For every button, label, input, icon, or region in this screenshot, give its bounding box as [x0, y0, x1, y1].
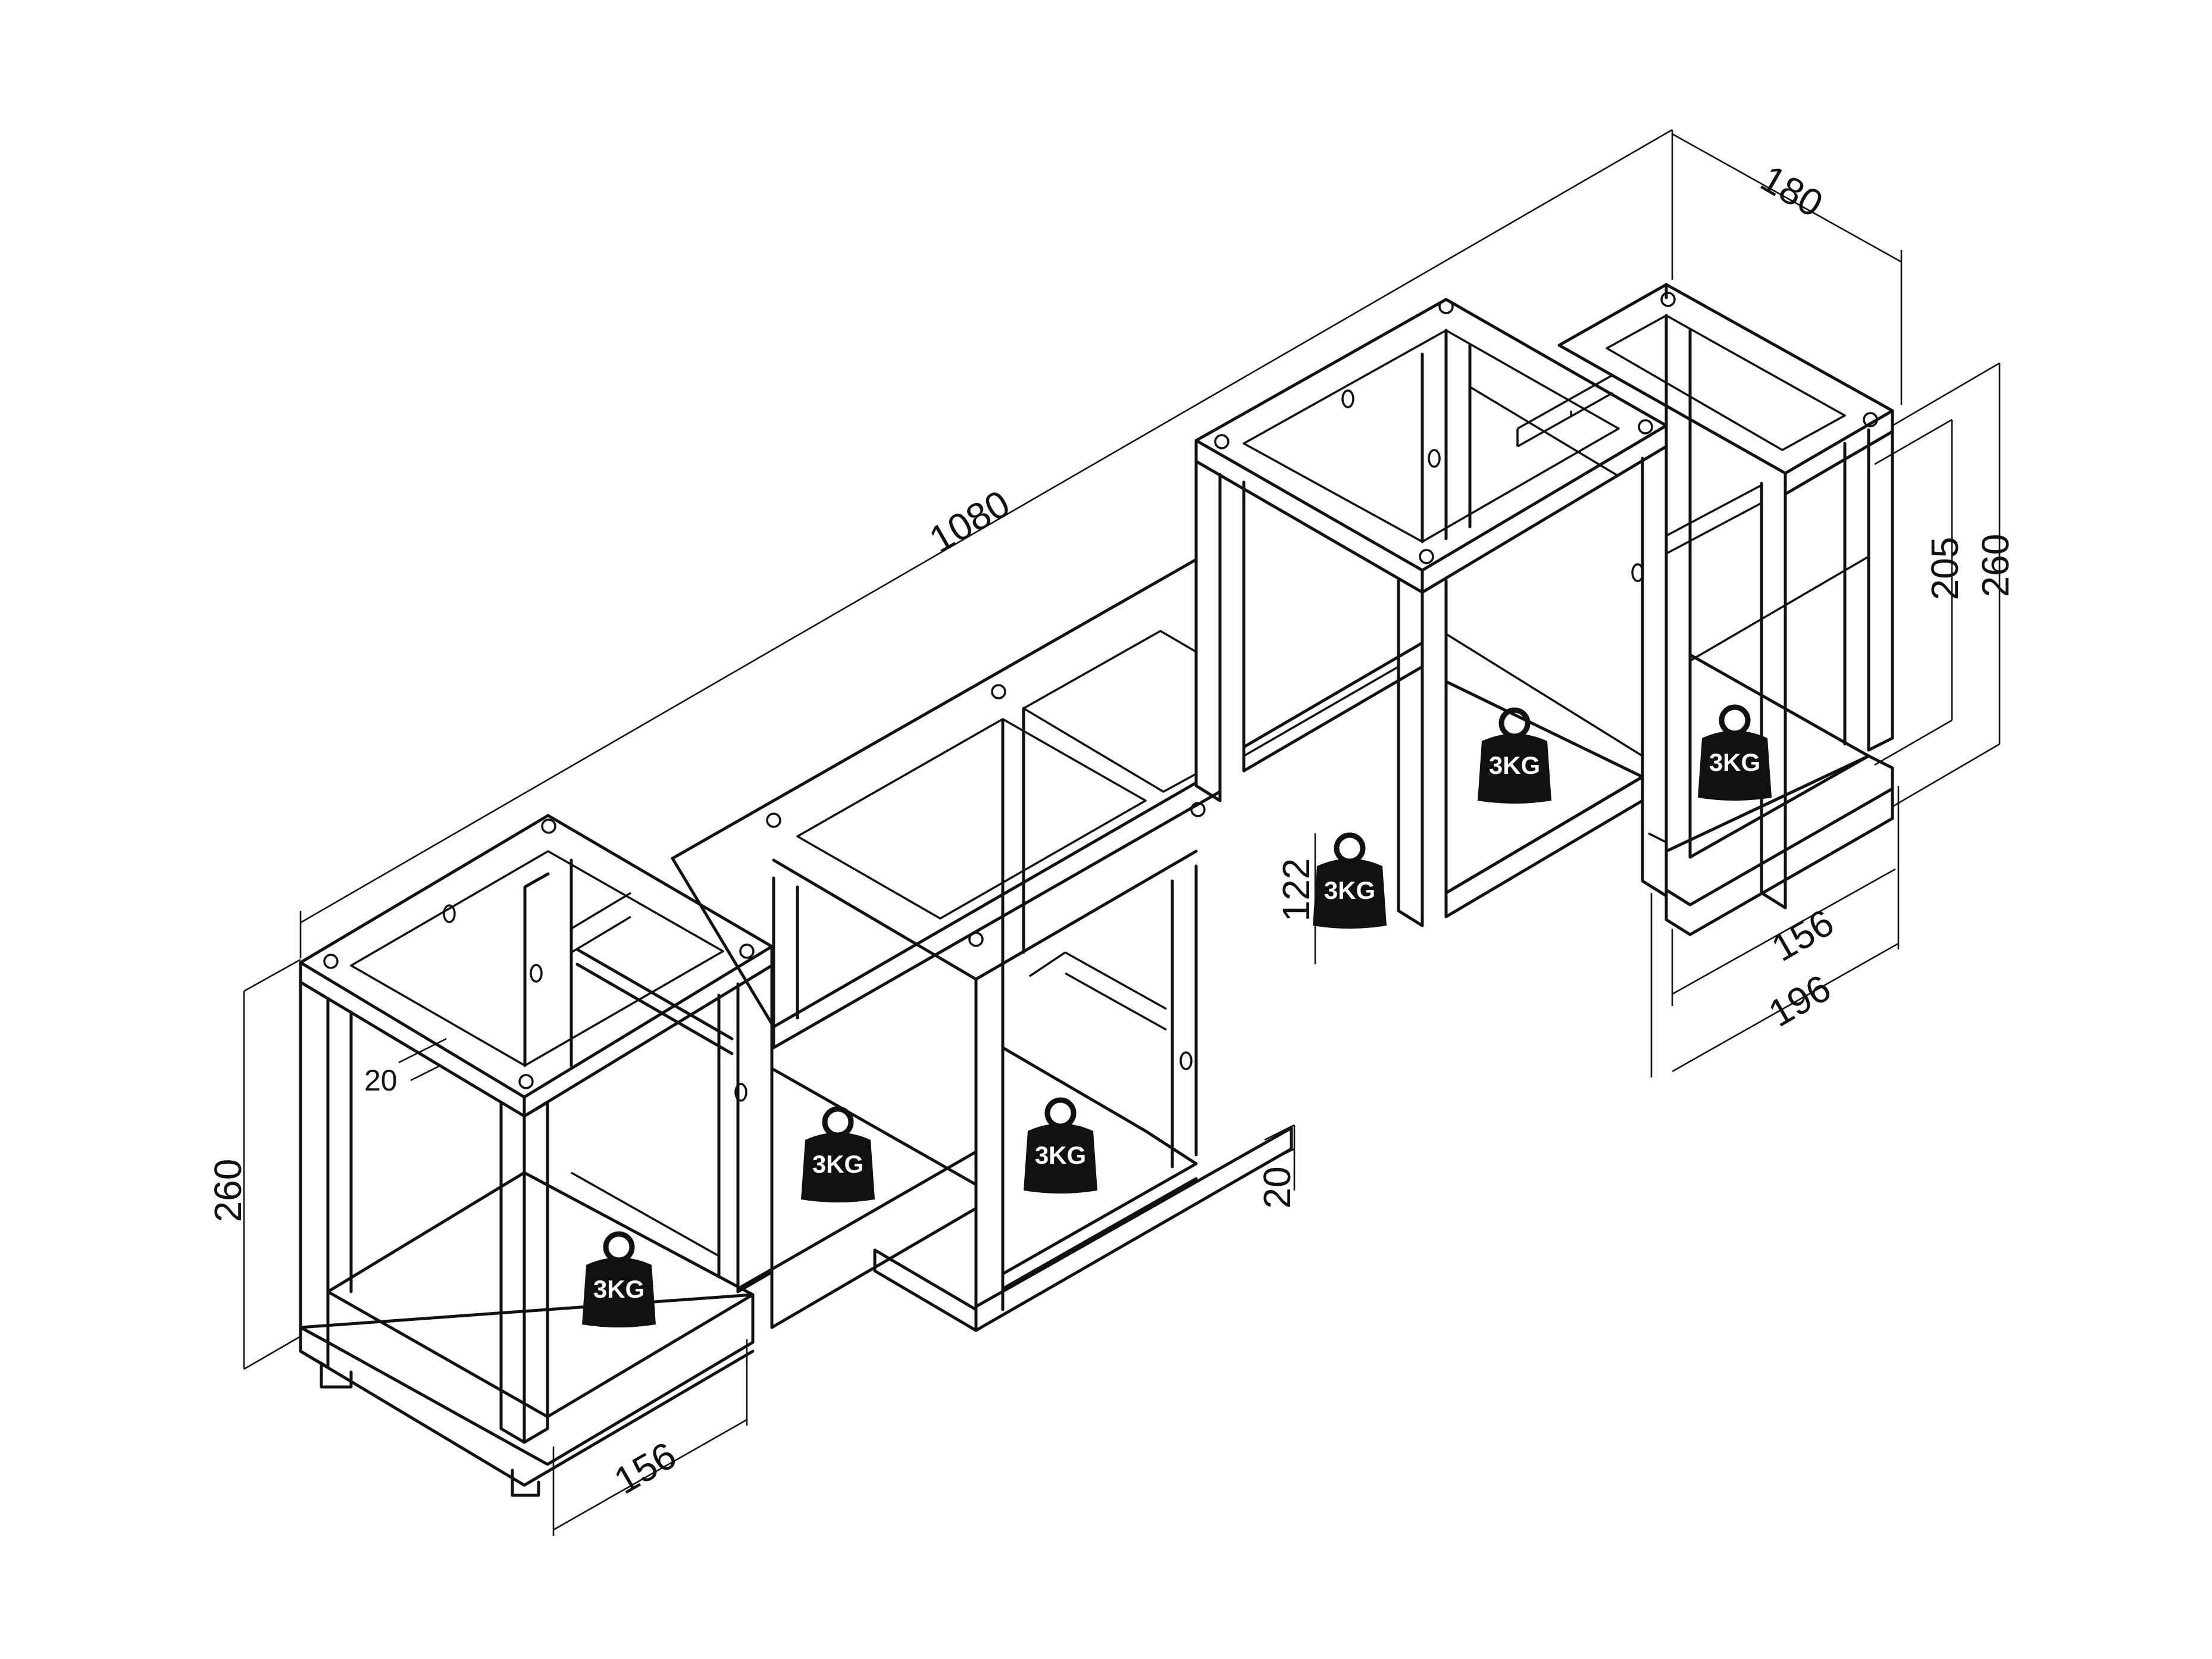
dimension-lines [243, 129, 2001, 1536]
weight-label: 3KG [1324, 876, 1375, 904]
weight-label: 3KG [1035, 1141, 1086, 1169]
right-height-label: 260 [1974, 534, 2017, 598]
weight-label: 3KG [593, 1275, 644, 1303]
hole-icon [1214, 434, 1229, 449]
hole-icon [1190, 802, 1206, 817]
left-cube [299, 814, 774, 1497]
hole-icon [1419, 549, 1434, 564]
hole-icon [991, 684, 1006, 699]
hole-icon [443, 904, 456, 923]
weights: 3KG 3KG 3KG 3KG 3KG 3KG [582, 704, 1772, 1327]
hole-icon [323, 954, 339, 969]
weight-icon: 3KG [1478, 707, 1551, 804]
top-thickness-label: 20 [364, 1064, 398, 1097]
overall-length-label: 1080 [922, 482, 1016, 561]
middle-section [571, 558, 1293, 1332]
shelf-frame [299, 283, 1894, 1497]
hole-icon [739, 943, 755, 959]
bottom-thickness-label: 20 [1256, 1166, 1299, 1208]
hole-icon [1660, 292, 1676, 307]
hole-icon [530, 964, 543, 983]
weight-icon: 3KG [1313, 832, 1387, 929]
hole-icon [518, 1074, 534, 1089]
weight-icon: 3KG [1024, 1097, 1097, 1194]
hole-icon [1438, 299, 1454, 314]
screw-holes [323, 292, 1878, 1102]
weight-icon: 3KG [1698, 704, 1772, 801]
weight-icon: 3KG [801, 1106, 875, 1202]
right-cube [1516, 283, 1894, 936]
hole-icon [766, 813, 781, 828]
weight-label: 3KG [1489, 751, 1540, 779]
hole-icon [1179, 1051, 1193, 1070]
hole-icon [1631, 563, 1644, 582]
hole-icon [1428, 449, 1441, 468]
upper-cube [1194, 298, 1668, 927]
hole-icon [734, 1083, 747, 1102]
weight-label: 3KG [1709, 748, 1760, 776]
weight-icon: 3KG [582, 1231, 656, 1327]
weight-label: 3KG [812, 1150, 863, 1178]
inner-height-label: 205 [1923, 537, 1966, 601]
hole-icon [968, 932, 984, 947]
right-inner-width-label: 156 [1764, 901, 1841, 970]
hole-icon [1863, 412, 1878, 427]
shelf-height-label: 122 [1275, 858, 1318, 922]
right-outer-width-label: 196 [1762, 966, 1838, 1035]
left-height-label: 260 [207, 1159, 249, 1223]
hole-icon [541, 818, 556, 834]
hole-icon [1638, 419, 1653, 435]
dimension-labels: 1080 180 260 260 205 156 156 196 20 20 1… [207, 157, 2017, 1502]
hole-icon [1341, 389, 1354, 408]
